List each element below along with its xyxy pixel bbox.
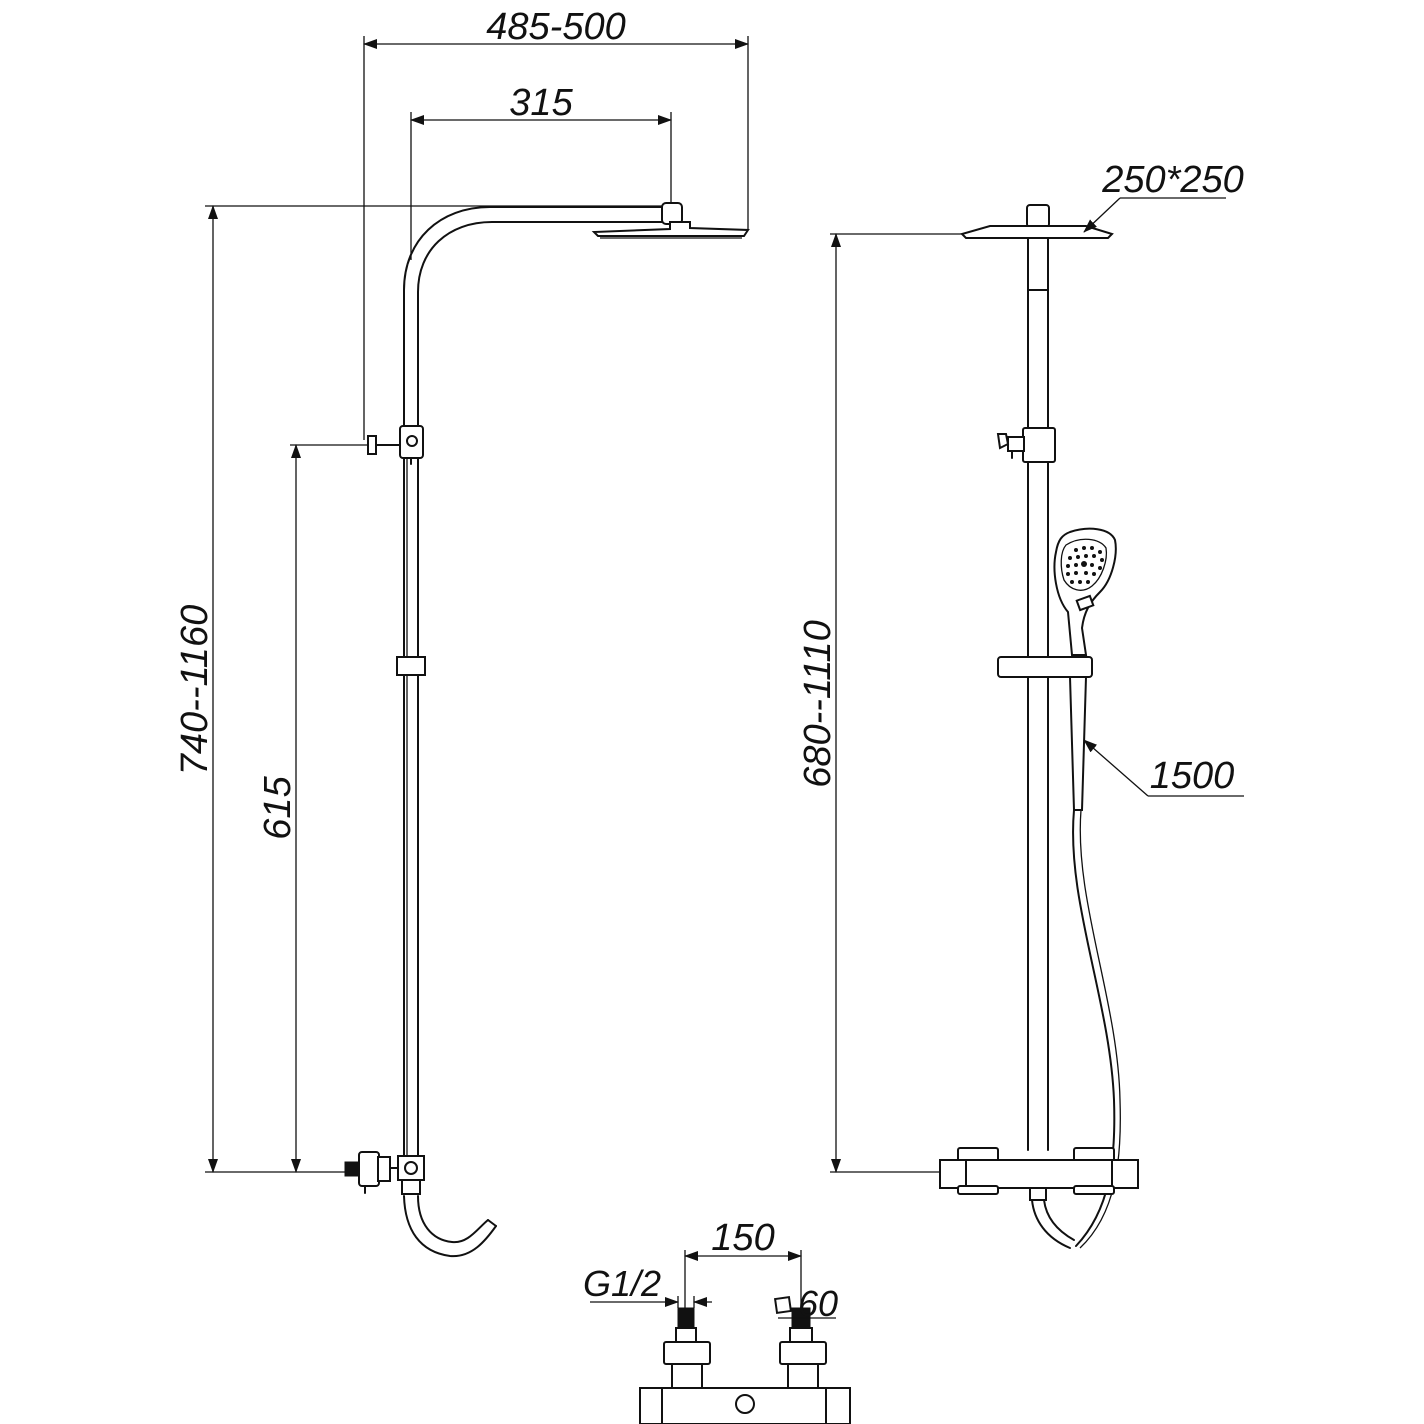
inlet-view: 150 G1/2 60 [583, 1217, 851, 1424]
dim-hose-length: 1500 [1083, 739, 1244, 797]
hand-shower-front [1053, 527, 1117, 656]
riser-pipe-side [403, 424, 419, 1161]
dim-head-size: 250*250 [1083, 159, 1244, 233]
dim-label-arm-total: 485-500 [486, 6, 625, 48]
shower-arm-side [403, 202, 683, 429]
dim-arm-offset: 315 [410, 82, 672, 260]
dim-label-inlet-spacing: 150 [711, 1217, 774, 1259]
front-view: 250*250 680--1110 1500 [797, 159, 1244, 1249]
slider-holder-side [396, 656, 426, 676]
inlet-left [663, 1307, 711, 1389]
diverter-front [996, 427, 1056, 463]
dim-total-height-right: 680--1110 [797, 233, 962, 1173]
dim-total-height-left: 740--1160 [174, 205, 662, 1173]
dim-diverter-height: 615 [257, 444, 368, 1173]
dim-label-total-height-right: 680--1110 [797, 620, 839, 788]
dim-label-diverter-height: 615 [257, 775, 299, 839]
shower-head-side [591, 221, 750, 239]
dim-label-hose-length: 1500 [1150, 755, 1235, 797]
dim-label-head-size: 250*250 [1101, 159, 1244, 201]
dim-label-arm-offset: 315 [509, 82, 573, 124]
nozzle-pattern [1066, 546, 1104, 584]
slider-holder-front [997, 656, 1093, 811]
dim-inlet-offset: 60 [778, 1283, 838, 1324]
mixer-front [939, 1147, 1139, 1249]
diverter-block-side [367, 425, 424, 465]
mixer-side [344, 1151, 497, 1258]
dim-inlet-spacing: 150 [684, 1217, 802, 1310]
shower-hose-front [1072, 809, 1121, 1249]
lower-pipe-front [1027, 461, 1049, 1151]
side-view: 485-500 315 740--1160 615 [174, 6, 750, 1258]
inlet-right [773, 1295, 827, 1389]
mixer-body-bottom [639, 1387, 851, 1424]
shower-head-front [960, 225, 1114, 239]
upper-pipe-front [1026, 204, 1050, 431]
dim-label-total-height-left: 740--1160 [174, 605, 216, 775]
dim-label-inlet-offset: 60 [798, 1283, 838, 1324]
dim-arm-total: 485-500 [363, 6, 749, 440]
dim-inlet-thread: G1/2 [583, 1263, 712, 1308]
dim-label-inlet-thread: G1/2 [583, 1263, 661, 1304]
